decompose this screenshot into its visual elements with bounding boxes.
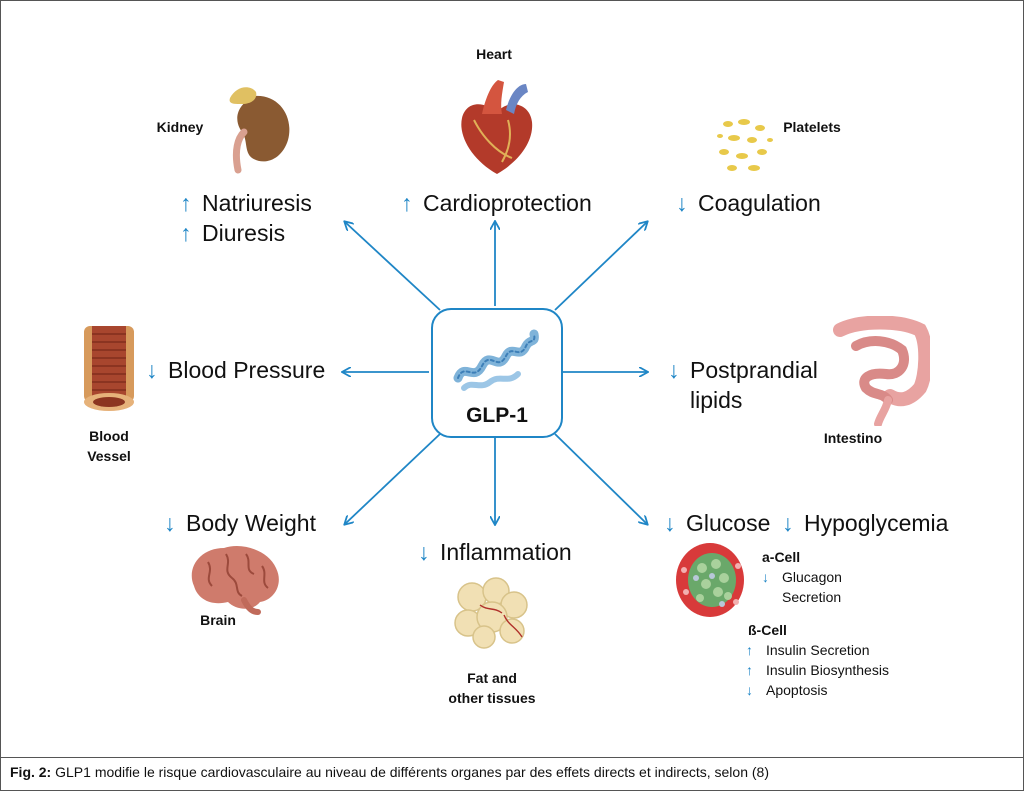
beta-cell-item-2: ↑ Insulin Biosynthesis	[746, 660, 889, 680]
up-arrow-icon: ↑	[401, 190, 413, 216]
beta-cell-title: ß-Cell	[748, 620, 787, 640]
blood-vessel-label-line2: Vessel	[87, 448, 131, 464]
diuresis-text: Diuresis	[202, 220, 286, 246]
beta-cell-item-1: ↑ Insulin Secretion	[746, 640, 870, 660]
alpha-cell-title: a-Cell	[762, 547, 800, 567]
intestine-effect-line2: lipids	[690, 387, 743, 413]
figure-caption: Fig. 2: GLP1 modifie le risque cardiovas…	[10, 764, 769, 780]
down-arrow-icon: ↓	[676, 190, 688, 216]
intestine-effect: ↓ Postprandial	[668, 355, 818, 385]
body-weight-text: Body Weight	[186, 510, 316, 536]
fat-label-line2: other tissues	[448, 690, 536, 706]
arrow-to-platelets	[554, 222, 647, 311]
fat-cells-icon	[454, 577, 528, 649]
alpha-cell-title-text: a-Cell	[762, 549, 801, 565]
down-arrow-icon: ↓	[782, 510, 794, 536]
pancreas-effect-2: ↓ Hypoglycemia	[782, 508, 948, 538]
blood-vessel-label: Blood Vessel	[80, 426, 138, 466]
kidney-label: Kidney	[156, 119, 204, 135]
brain-label: Brain	[200, 612, 236, 628]
up-arrow-icon: ↑	[746, 642, 753, 658]
kidney-icon	[229, 87, 290, 174]
down-arrow-icon: ↓	[164, 510, 176, 536]
intestine-icon	[833, 316, 930, 426]
kidney-effect-1: ↑ Natriuresis	[180, 188, 312, 218]
heart-label: Heart	[476, 46, 512, 62]
down-arrow-icon: ↓	[146, 357, 158, 383]
coagulation-text: Coagulation	[698, 190, 821, 216]
caption-text: GLP1 modifie le risque cardiovasculaire …	[51, 764, 769, 780]
glp1-box	[431, 308, 563, 438]
inflammation-text: Inflammation	[440, 539, 572, 565]
up-arrow-icon: ↑	[180, 190, 192, 216]
glucagon-text: Glucagon	[782, 569, 842, 585]
glucose-text: Glucose	[686, 510, 771, 536]
platelets-icon	[717, 119, 773, 171]
peptide-helix-icon	[453, 329, 539, 391]
down-arrow-icon: ↓	[418, 539, 430, 565]
fat-label-line1: Fat and	[467, 670, 517, 686]
alpha-cell-item-line2: Secretion	[782, 589, 842, 605]
intestine-label: Intestino	[823, 430, 883, 446]
caption-divider	[0, 757, 1024, 758]
insulin-secretion-text: Insulin Secretion	[766, 642, 870, 658]
beta-cell-item-3: ↓ Apoptosis	[746, 680, 827, 700]
pancreas-effect-1: ↓ Glucose	[664, 508, 770, 538]
heart-effect: ↑ Cardioprotection	[401, 188, 592, 218]
postprandial-text: Postprandial	[690, 357, 818, 383]
down-arrow-icon: ↓	[668, 357, 680, 383]
alpha-cell-item: ↓ Glucagon	[762, 567, 842, 587]
fat-effect: ↓ Inflammation	[418, 537, 572, 567]
up-arrow-icon: ↑	[180, 220, 192, 246]
islet-cells-icon	[676, 543, 744, 617]
glp1-label: GLP-1	[466, 404, 528, 427]
platelets-effect: ↓ Coagulation	[676, 188, 821, 218]
kidney-effect-2: ↑ Diuresis	[180, 218, 285, 248]
caption-prefix: Fig. 2:	[10, 764, 52, 780]
brain-effect: ↓ Body Weight	[164, 508, 316, 538]
down-arrow-icon: ↓	[762, 569, 769, 585]
blood-vessel-label-line1: Blood	[89, 428, 129, 444]
arrow-to-kidney	[345, 222, 441, 311]
arrow-to-pancreas	[554, 433, 647, 524]
fat-label: Fat and other tissues	[442, 668, 542, 708]
apoptosis-text: Apoptosis	[766, 682, 828, 698]
down-arrow-icon: ↓	[746, 682, 753, 698]
cardioprotection-text: Cardioprotection	[423, 190, 592, 216]
down-arrow-icon: ↓	[664, 510, 676, 536]
blood-vessel-icon	[84, 326, 134, 411]
arrow-to-brain	[345, 433, 441, 524]
blood-pressure-text: Blood Pressure	[168, 357, 326, 383]
platelets-label: Platelets	[783, 119, 841, 135]
hypoglycemia-text: Hypoglycemia	[804, 510, 949, 536]
vessel-effect: ↓ Blood Pressure	[146, 355, 325, 385]
beta-cell-title-text: ß-Cell	[748, 622, 787, 638]
heart-icon	[461, 80, 533, 174]
brain-icon	[191, 546, 279, 615]
natriuresis-text: Natriuresis	[202, 190, 312, 216]
insulin-biosynthesis-text: Insulin Biosynthesis	[766, 662, 889, 678]
up-arrow-icon: ↑	[746, 662, 753, 678]
